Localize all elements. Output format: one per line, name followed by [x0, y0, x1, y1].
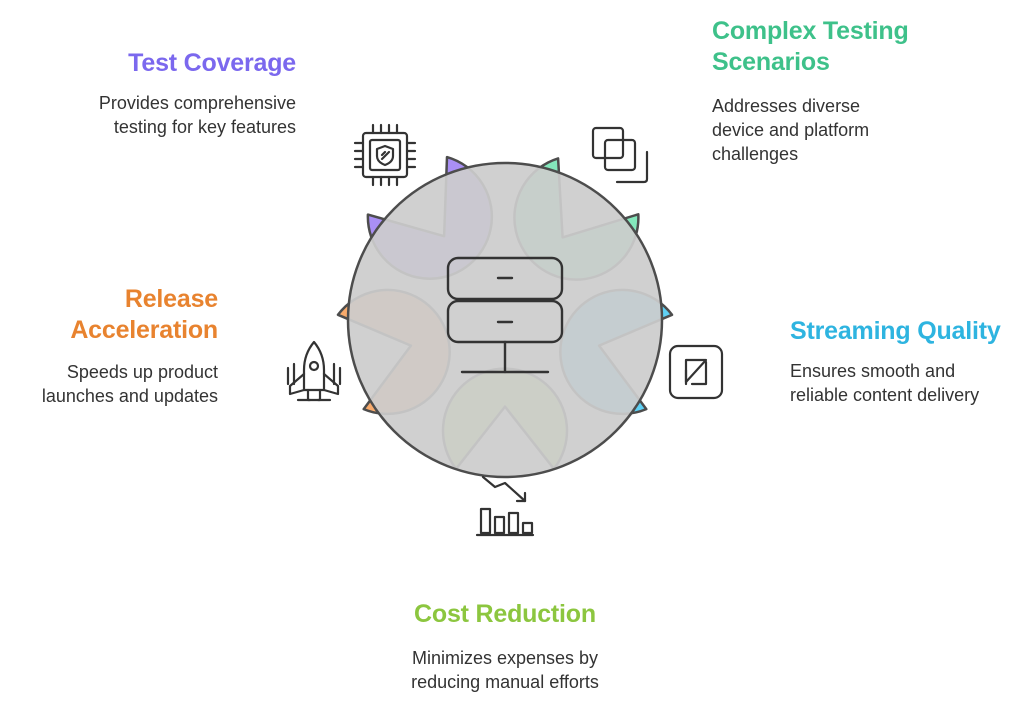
desc-cost-reduction: Minimizes expenses by reducing manual ef…: [411, 648, 599, 692]
title-streaming-quality: Streaming Quality: [790, 317, 1001, 345]
label-release-acceleration: Release Acceleration Speeds up product l…: [42, 284, 218, 408]
title-test-coverage: Test Coverage: [128, 49, 296, 77]
desc-complex-testing-scenarios: Addresses diverse device and platform ch…: [712, 96, 870, 164]
label-test-coverage: Test Coverage Provides comprehensive tes…: [99, 48, 296, 139]
title-release-acceleration: Release Acceleration: [70, 285, 218, 344]
desc-test-coverage: Provides comprehensive testing for key f…: [98, 93, 296, 137]
label-cost-reduction: Cost Reduction Minimizes expenses by red…: [355, 599, 655, 694]
shield-chip-icon: [353, 123, 417, 187]
label-streaming-quality: Streaming Quality Ensures smooth and rel…: [790, 316, 1001, 407]
zendesk-icon: [668, 344, 724, 400]
desc-streaming-quality: Ensures smooth and reliable content deli…: [790, 361, 980, 405]
desc-release-acceleration: Speeds up product launches and updates: [41, 362, 218, 406]
chart-down-icon: [475, 475, 535, 537]
center-circle: [346, 161, 664, 479]
title-complex-testing-scenarios: Complex Testing Scenarios: [712, 17, 909, 76]
rocket-icon: [286, 340, 342, 402]
title-cost-reduction: Cost Reduction: [414, 600, 596, 628]
label-complex-testing-scenarios: Complex Testing Scenarios Addresses dive…: [712, 16, 909, 166]
layers-icon: [591, 126, 649, 184]
server-stack-icon: [446, 256, 564, 374]
center-hub: [346, 161, 664, 479]
